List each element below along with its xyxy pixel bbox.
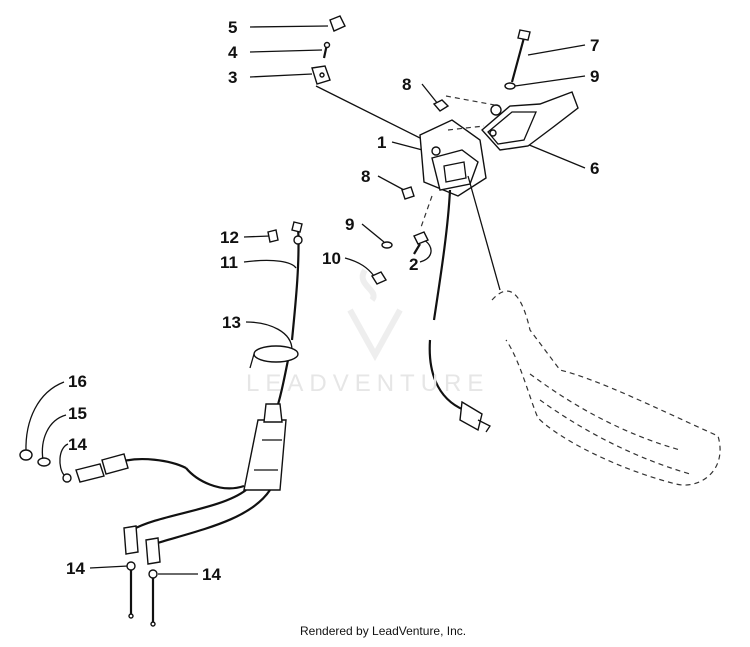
cable-end-part [267, 229, 279, 243]
washer-part-lower [381, 241, 393, 249]
callout-6: 6 [590, 159, 600, 178]
callout-8-bottom: 8 [361, 167, 371, 186]
watermark: LEADVENTURE [246, 370, 490, 397]
callout-4: 4 [228, 43, 238, 62]
switch-wire-part [428, 189, 491, 433]
callout-14-left: 14 [66, 559, 85, 578]
washer-part [504, 82, 516, 90]
bolt-part [510, 29, 531, 83]
leader-lines [25, 25, 586, 575]
callout-16: 16 [68, 372, 87, 391]
screw-cap-part [329, 15, 346, 32]
callout-2: 2 [409, 255, 419, 274]
cap-nut-part [370, 271, 388, 285]
callout-9-bottom: 9 [345, 215, 355, 234]
cable-tie-part [249, 345, 299, 369]
callout-3: 3 [228, 68, 238, 87]
cable-branch-part [19, 449, 187, 483]
callout-14-branch: 14 [68, 435, 87, 454]
callout-14-right: 14 [202, 565, 221, 584]
cable-adjuster-right [145, 537, 161, 627]
cable-junction-part [131, 403, 287, 546]
callout-8-top: 8 [402, 75, 412, 94]
callout-15: 15 [68, 404, 87, 423]
callout-9-top: 9 [590, 67, 600, 86]
throttle-housing-part [419, 119, 487, 197]
nut-part-lower [401, 186, 415, 200]
clip-part [311, 65, 331, 85]
credit-text: Rendered by LeadVenture, Inc. [300, 624, 467, 638]
handlebar-phantom [467, 175, 721, 486]
cover-plate-part [445, 91, 579, 151]
callout-12: 12 [220, 228, 239, 247]
small-screw-part [322, 41, 331, 59]
housing-screw-part [413, 231, 429, 255]
cable-adjuster-left [123, 525, 139, 619]
callout-13: 13 [222, 313, 241, 332]
throttle-cable-part [273, 221, 303, 415]
nut-part-upper [432, 99, 450, 112]
callout-11: 11 [220, 253, 238, 272]
callout-1: 1 [377, 133, 387, 152]
callout-5: 5 [228, 18, 238, 37]
callout-10: 10 [322, 249, 341, 268]
watermark-logo [347, 268, 403, 362]
callout-7: 7 [590, 36, 600, 55]
